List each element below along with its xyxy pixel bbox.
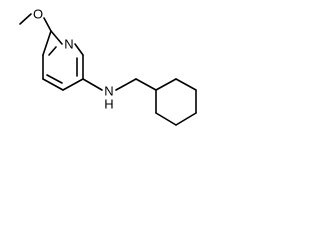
bond-cy-1-2 — [155, 78, 177, 91]
ring-nitrogen-label: N — [64, 37, 73, 52]
amine-nitrogen-label: N — [104, 84, 113, 99]
amine-hydrogen-label: H — [104, 97, 113, 112]
bond-c6-n1-inner — [48, 46, 57, 56]
bond-c5-c6-b — [42, 30, 52, 56]
bond-methyl-oxygen — [19, 13, 32, 25]
bond-ch2-cyclohexyl — [135, 78, 157, 91]
bond-amine-ch2 — [115, 78, 137, 91]
bond-c4-c5-inner — [46, 74, 63, 84]
molecule-diagram: O N N H — [19, 7, 197, 126]
bond-c4-c5-outer — [42, 78, 64, 91]
bond-c6-n1 — [50, 30, 63, 45]
bond-cy-5-6 — [155, 112, 177, 126]
bond-cy-2-3 — [175, 78, 197, 91]
bond-n1-c2 — [74, 43, 84, 56]
structure-canvas: O N N H — [0, 0, 220, 148]
bond-oxygen-c6 — [43, 17, 52, 32]
methoxy-oxygen-label: O — [33, 7, 43, 22]
bond-c3-c4 — [62, 78, 84, 91]
bond-cy-4-5 — [175, 112, 197, 126]
bond-c3-amine — [82, 78, 103, 91]
